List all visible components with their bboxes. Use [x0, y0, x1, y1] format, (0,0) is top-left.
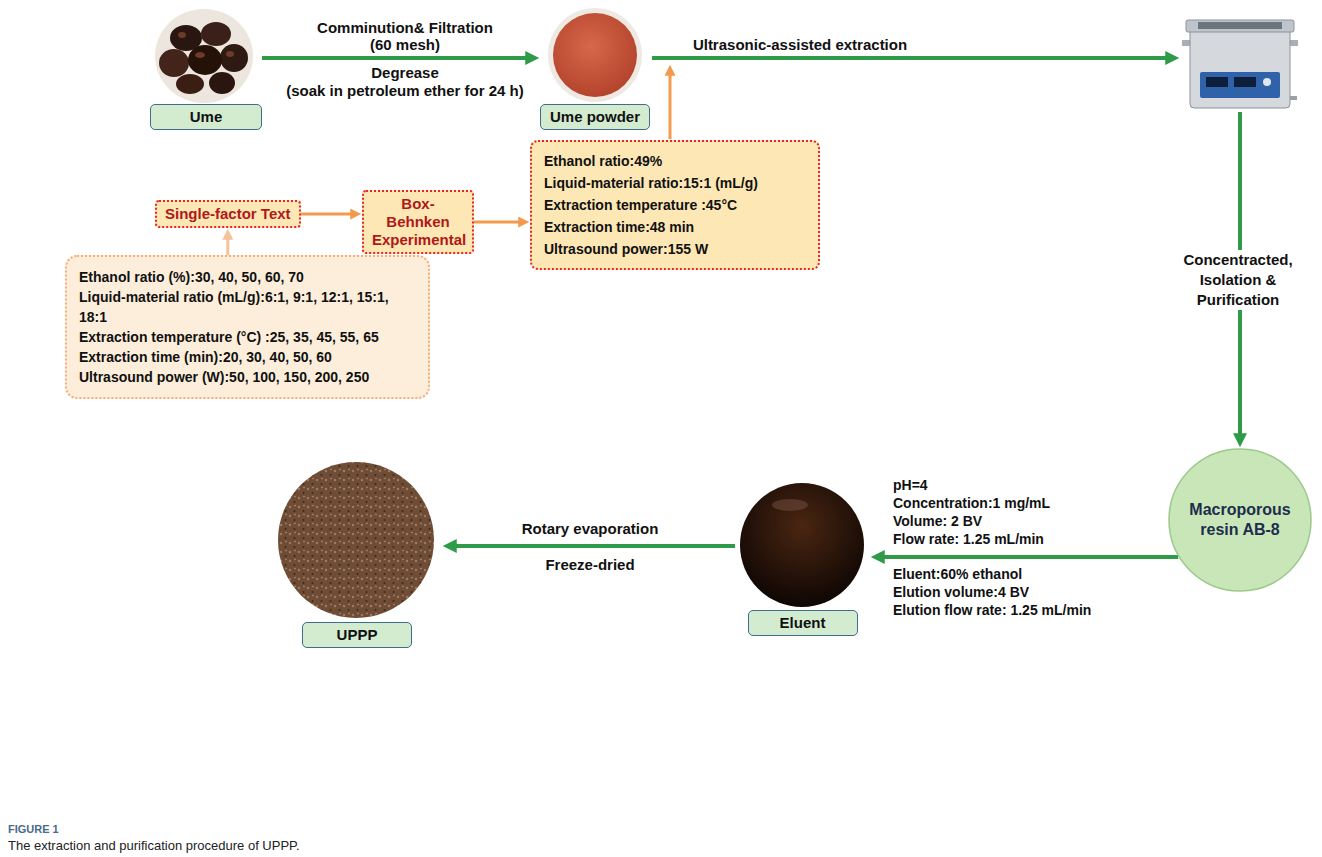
display — [1206, 77, 1228, 87]
sample-label: Ume — [150, 104, 262, 130]
step-note: (soak in petroleum ether for 24 h) — [265, 82, 545, 100]
eluent-photo — [740, 483, 864, 607]
sample-label: UPPP — [302, 622, 412, 648]
flow-arrow — [448, 544, 735, 548]
parameter-box: Ethanol ratio:49%Liquid-material ratio:1… — [530, 140, 820, 270]
method-box: Single-factor Text — [155, 200, 301, 228]
circle-shape — [1168, 448, 1312, 592]
flow-arrow — [226, 233, 229, 255]
flow-arrow — [876, 555, 1178, 559]
figure-caption: The extraction and purification procedur… — [8, 837, 300, 855]
method-label: Box-Behnken Experimental — [372, 195, 464, 249]
parameter-text: Extraction temperature :45°C — [544, 194, 806, 216]
step-note: Ultrasonic-assisted extraction — [680, 36, 920, 54]
step-note: Concentracted, Isolation & Purification — [1163, 250, 1313, 310]
parameter-text: Ethanol ratio:49% — [544, 150, 806, 172]
condition-arrow — [669, 69, 672, 139]
parameter-text: Ultrasound power:155 W — [544, 238, 806, 260]
fruit — [209, 72, 235, 94]
fruit — [188, 45, 222, 75]
ume-photo — [155, 9, 253, 103]
highlight — [178, 32, 186, 38]
highlight — [772, 499, 808, 511]
parameter-text: Liquid-material ratio:15:1 (mL/g) — [544, 172, 806, 194]
resin-circle-outline — [1169, 449, 1311, 591]
edge-label: Comminution& Filtration (60 mesh) — [305, 19, 505, 53]
step-note: Eluent:60% ethanol — [893, 565, 1022, 583]
ultrasonic-bath — [1182, 20, 1298, 108]
bath-body — [1190, 28, 1290, 108]
parameter-text: Extraction time:48 min — [544, 216, 806, 238]
level-text: Extraction temperature (°C) :25, 35, 45,… — [79, 327, 416, 347]
plate — [155, 9, 253, 103]
flow-arrow — [474, 221, 525, 224]
level-text: Ultrasound power (W):50, 100, 150, 200, … — [79, 367, 416, 387]
process-arrow — [652, 56, 1174, 60]
resin-label: Macroporous resin AB-8 — [1184, 500, 1296, 540]
sample-label: Ume powder — [540, 104, 650, 130]
step-note: Elution flow rate: 1.25 mL/min — [893, 601, 1091, 619]
fruit — [159, 49, 189, 77]
step-note: Degrease — [305, 64, 505, 82]
step-note: pH=4 — [893, 476, 928, 494]
step-note: Elution volume:4 BV — [893, 583, 1029, 601]
flask — [740, 483, 864, 607]
bath-rim — [1186, 20, 1294, 32]
display — [1234, 77, 1256, 87]
step-note: Concentration:1 mg/mL — [893, 494, 1050, 512]
powder — [553, 13, 637, 97]
fruit — [220, 44, 248, 72]
level-text: Liquid-material ratio (mL/g):6:1, 9:1, 1… — [79, 287, 416, 327]
edge-label: Rotary evaporation — [500, 520, 680, 538]
sample-label: Eluent — [748, 610, 858, 636]
bath-opening — [1198, 22, 1282, 29]
sample-node: Eluent — [735, 480, 870, 636]
sample-node: Ume powder — [540, 6, 650, 130]
fruit — [176, 74, 204, 94]
dish — [548, 8, 642, 102]
step-note: Freeze-dried — [500, 556, 680, 574]
flow-arrow — [262, 56, 534, 60]
sample-node: Ume — [150, 6, 262, 130]
knob — [1263, 78, 1271, 86]
uppp-photo — [278, 462, 434, 618]
level-box: Ethanol ratio (%):30, 40, 50, 60, 70Liqu… — [65, 255, 430, 399]
sample-node: UPPP — [272, 460, 442, 648]
fruit — [201, 22, 231, 46]
resin-circle: Macroporous resin AB-8 — [1168, 448, 1312, 592]
flow-arrow — [301, 213, 357, 216]
step-note: Flow rate: 1.25 mL/min — [893, 530, 1044, 548]
level-text: Extraction time (min):20, 30, 40, 50, 60 — [79, 347, 416, 367]
tap — [1290, 96, 1297, 100]
powder-photo — [548, 8, 642, 102]
method-box: Box-Behnken Experimental — [362, 190, 474, 254]
highlight — [195, 52, 205, 58]
figure-number: FIGURE 1 — [8, 820, 59, 838]
method-label: Single-factor Text — [165, 205, 291, 223]
level-text: Ethanol ratio (%):30, 40, 50, 60, 70 — [79, 267, 416, 287]
control-panel — [1200, 72, 1280, 98]
step-note: Volume: 2 BV — [893, 512, 982, 530]
highlight — [226, 51, 234, 57]
powder — [278, 462, 434, 618]
